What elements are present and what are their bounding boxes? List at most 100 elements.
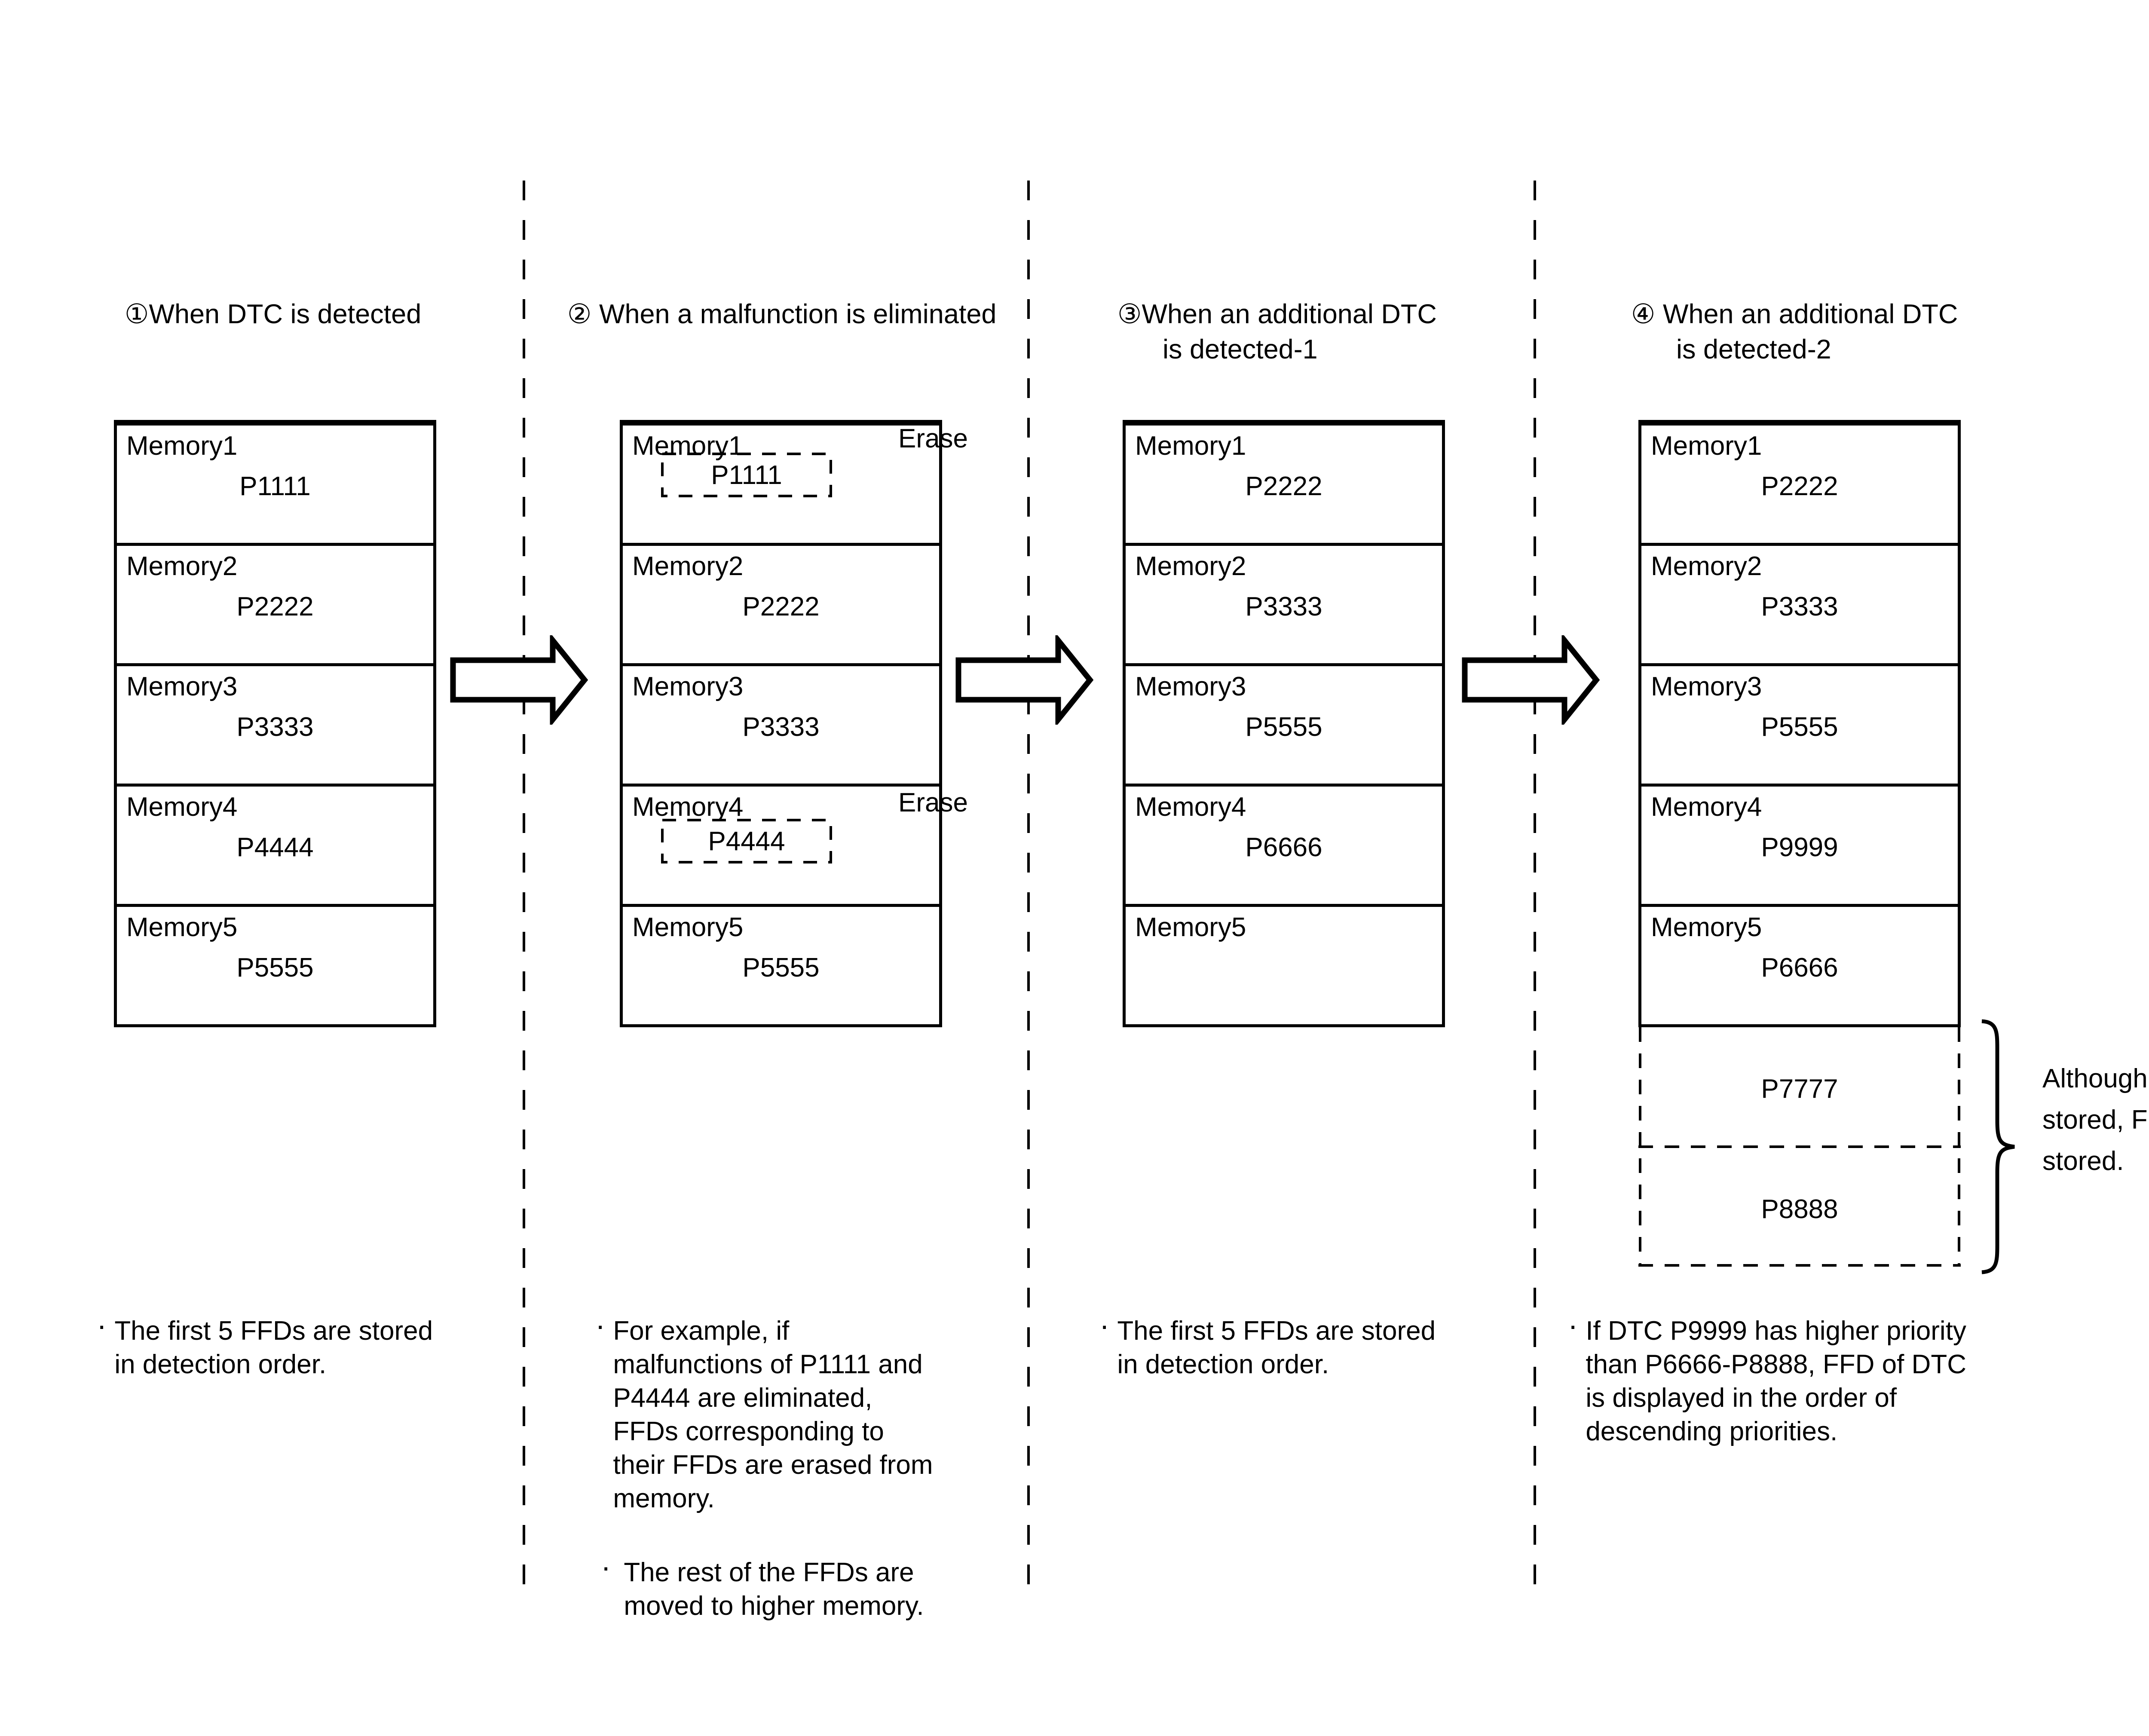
note-line: in detection order. [114,1350,327,1379]
dtc-code: P2222 [1761,472,1838,501]
dtc-code: P3333 [236,712,314,742]
dtc-code: P9999 [1761,833,1838,862]
overflow-note-line: stored. [2042,1146,2124,1176]
memory-stack-panel2: Memory1 P1111 Memory2 P2222 Memory3 P333… [620,420,942,1027]
memory-label: Memory1 [632,431,744,461]
column-divider-1 [523,181,525,1586]
note-line: malfunctions of P1111 and [613,1350,923,1379]
note-line: is displayed in the order of [1586,1383,1897,1413]
overflow-note: Although DTC is stored, FFD is not store… [2042,1058,2149,1182]
memory-label: Memory3 [126,672,238,701]
erased-ffd-box: P1111 [661,452,833,498]
panel2-header-line1: ② When a malfunction is eliminated [567,299,997,329]
dtc-code: P1111 [711,460,782,490]
memory-cell: Memory4 P4444 [117,784,433,904]
memory-cell: Memory4 P6666 [1126,784,1442,904]
memory-label: Memory4 [1135,792,1246,822]
arrow-right-icon [955,635,1093,725]
memory-cell: Memory1 P1111 [623,426,939,543]
dashed-rect-icon [661,819,832,863]
column-divider-3 [1534,181,1536,1586]
note-line: FFDs corresponding to [613,1417,884,1446]
memory-label: Memory2 [126,551,238,581]
memory-label: Memory1 [1135,431,1246,461]
memory-cell: Memory2 P3333 [1641,543,1958,663]
memory-label: Memory4 [1651,792,1762,822]
memory-cell: Memory1 P2222 [1126,426,1442,543]
memory-stack-panel4: Memory1 P2222 Memory2 P3333 Memory3 P555… [1638,420,1961,1027]
dtc-code: P8888 [1761,1194,1838,1224]
memory-cell: Memory2 P2222 [623,543,939,663]
note-lines: The first 5 FFDs are stored in detection… [114,1314,433,1381]
overflow-note-line: Although DTC is [2042,1064,2149,1093]
panel1-header-line1: ①When DTC is detected [125,299,422,329]
memory-label: Memory4 [632,792,744,822]
panel4-header-line1: ④ When an additional DTC [1631,299,1958,329]
bullet: · [1099,1308,1110,1342]
memory-label: Memory2 [1651,551,1762,581]
dtc-code: P3333 [1245,592,1322,622]
panel4-header-line2: is detected-2 [1676,334,1831,364]
note-line: The rest of the FFDs are [624,1558,914,1587]
panel3-header-line1: ③When an additional DTC [1117,299,1437,329]
bullet: · [595,1308,606,1342]
dtc-code: P2222 [742,592,820,622]
dtc-code: P4444 [708,826,785,856]
memory-label: Memory5 [126,912,238,942]
note-line: The first 5 FFDs are stored [1117,1316,1436,1346]
memory-label: Memory2 [632,551,744,581]
memory-cell: Memory2 P2222 [117,543,433,663]
note-lines: For example, if malfunctions of P1111 an… [613,1314,933,1516]
dtc-code: P4444 [236,833,314,862]
note-lines: If DTC P9999 has higher priority than P6… [1586,1314,1966,1448]
note-lines: The rest of the FFDs are moved to higher… [624,1556,924,1623]
panel2-note-2: · The rest of the FFDs are moved to high… [601,1550,924,1623]
memory-label: Memory1 [126,431,238,461]
erase-label: Erase [898,788,968,817]
memory-cell: Memory5 P5555 [117,904,433,1024]
column-divider-2 [1027,181,1030,1586]
memory-cell: Memory1 P2222 [1641,426,1958,543]
bullet: · [1568,1308,1578,1342]
dtc-code: P5555 [742,953,820,983]
memory-label: Memory3 [1651,672,1762,701]
panel1-note: · The first 5 FFDs are stored in detecti… [97,1308,433,1381]
panel3-header: ③When an additional DTC is detected-1 [1117,297,1437,367]
panel4-header: ④ When an additional DTC is detected-2 [1631,297,1958,367]
memory-label: Memory3 [1135,672,1246,701]
dtc-code: P5555 [1761,712,1838,742]
note-lines: The first 5 FFDs are stored in detection… [1117,1314,1436,1381]
memory-cell: Memory5 P6666 [1641,904,1958,1024]
panel4-note: · If DTC P9999 has higher priority than … [1568,1308,1966,1448]
memory-cell: Memory3 P3333 [623,663,939,784]
memory-cell: Memory4 P9999 [1641,784,1958,904]
panel1-header: ①When DTC is detected [125,297,421,332]
erase-label: Erase [898,424,968,453]
memory-stack-panel1: Memory1 P1111 Memory2 P2222 Memory3 P333… [114,420,436,1027]
memory-stack-panel3: Memory1 P2222 Memory2 P3333 Memory3 P555… [1123,420,1445,1027]
note-line: moved to higher memory. [624,1591,924,1621]
dtc-code: P7777 [1761,1074,1838,1104]
note-line: in detection order. [1117,1350,1329,1379]
dtc-code: P2222 [1245,472,1322,501]
memory-label: Memory1 [1651,431,1762,461]
note-line: P4444 are eliminated, [613,1383,872,1413]
note-line: memory. [613,1484,715,1513]
note-line: descending priorities. [1586,1417,1838,1446]
dashed-outline-icon [1638,1027,1961,1267]
note-line: their FFDs are erased from [613,1450,933,1480]
dashed-rect-icon [661,453,832,497]
memory-cell: Memory1 P1111 [117,426,433,543]
memory-label: Memory2 [1135,551,1246,581]
panel3-note: · The first 5 FFDs are stored in detecti… [1099,1308,1436,1381]
dtc-code: P3333 [1761,592,1838,622]
dtc-code: P1111 [239,472,311,501]
arrow-right-icon [1462,635,1600,725]
dtc-overflow-area: P7777 P8888 [1638,1027,1961,1268]
panel2-header: ② When a malfunction is eliminated [567,297,996,332]
memory-label: Memory4 [126,792,238,822]
dtc-code: P6666 [1761,953,1838,983]
dtc-code: P5555 [236,953,314,983]
note-line: The first 5 FFDs are stored [114,1316,433,1346]
